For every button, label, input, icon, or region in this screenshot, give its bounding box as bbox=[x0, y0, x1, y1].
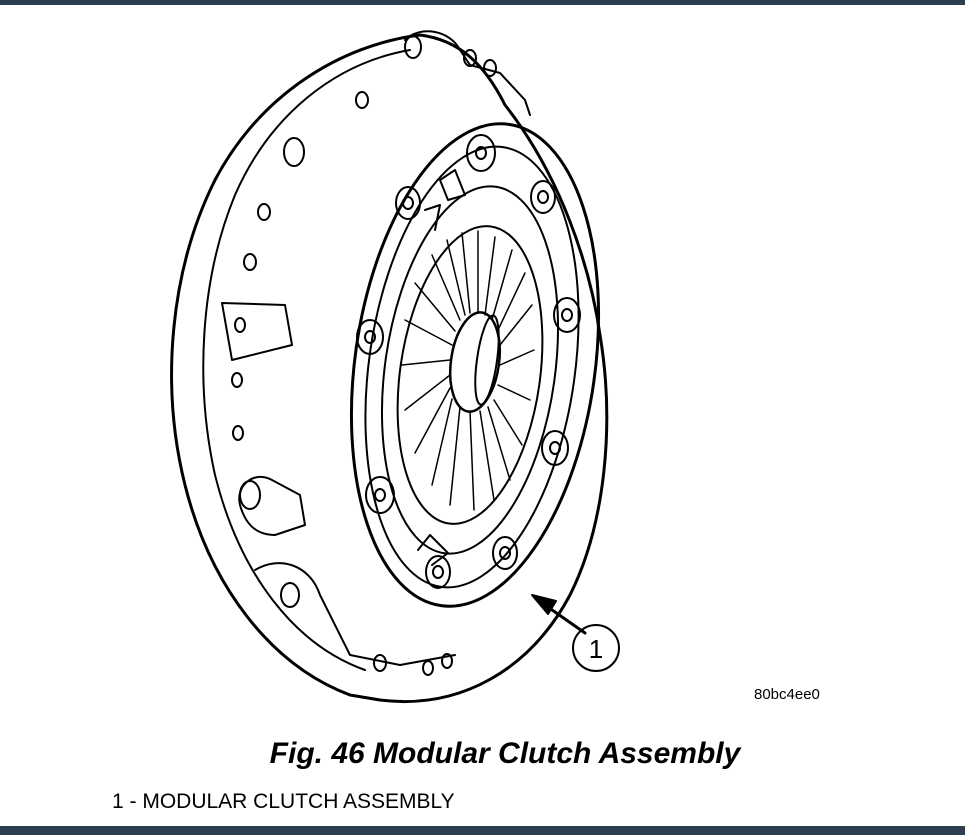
diaphragm-hub bbox=[448, 311, 502, 413]
top-border bbox=[0, 0, 965, 5]
left-tab bbox=[221, 302, 293, 361]
strap-lower bbox=[417, 534, 449, 566]
image-code: 80bc4ee0 bbox=[754, 686, 820, 703]
callout-circle bbox=[572, 624, 620, 672]
legend-item: 1 - MODULAR CLUTCH ASSEMBLY bbox=[112, 790, 455, 813]
callout-number: 1 bbox=[589, 634, 603, 664]
figure-illustration: 1 bbox=[0, 5, 965, 740]
top-ear bbox=[404, 30, 531, 116]
outer-housing-outline bbox=[170, 33, 609, 703]
bottom-ear bbox=[254, 562, 456, 666]
flange-bolt-holes bbox=[231, 35, 497, 676]
cover-rivets bbox=[356, 134, 581, 589]
bottom-border bbox=[0, 826, 965, 835]
figure-caption: Fig. 46 Modular Clutch Assembly bbox=[269, 737, 741, 770]
cover-outer-ring bbox=[349, 122, 601, 608]
diaphragm-fingers bbox=[401, 230, 535, 511]
diaphragm-outer bbox=[396, 225, 544, 525]
strap-left bbox=[424, 204, 441, 231]
callout-arrow bbox=[531, 594, 587, 635]
cover-inner-ring bbox=[364, 145, 580, 589]
clutch-assembly-drawing: 1 bbox=[170, 30, 620, 703]
strap-top bbox=[439, 169, 466, 201]
lower-left-lug bbox=[238, 475, 306, 536]
step-ring bbox=[380, 185, 560, 555]
housing-rim-inner bbox=[202, 49, 411, 671]
